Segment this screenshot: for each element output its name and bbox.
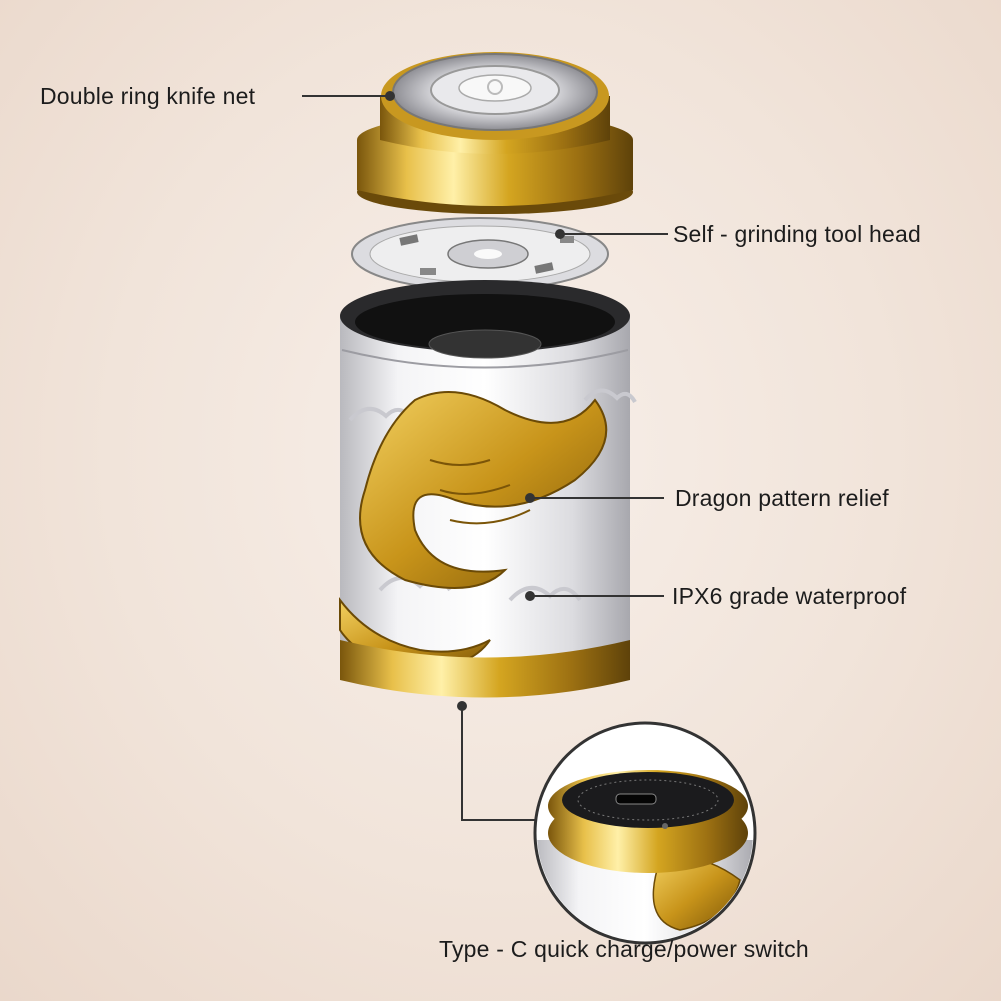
leader-tool-head-dot (555, 229, 565, 239)
cutter-blade-icon (351, 217, 609, 291)
callout-waterproof: IPX6 grade waterproof (672, 583, 907, 609)
leader-knife-net-dot (385, 91, 395, 101)
callout-dragon: Dragon pattern relief (675, 485, 889, 511)
leader-type-c (461, 708, 536, 821)
callout-knife-net: Double ring knife net (40, 83, 256, 109)
dragon-shaver-icon (339, 52, 637, 698)
charging-port-inset-icon (533, 721, 757, 945)
shaver-head (357, 52, 633, 214)
leader-dragon-dot (525, 493, 535, 503)
callout-tool-head: Self - grinding tool head (673, 221, 921, 247)
callout-type-c: Type - C quick charge/power switch (439, 936, 809, 962)
shaver-body (339, 280, 637, 698)
leader-lines (302, 91, 668, 821)
leader-waterproof-dot (525, 591, 535, 601)
leader-type-c-dot (457, 701, 467, 711)
